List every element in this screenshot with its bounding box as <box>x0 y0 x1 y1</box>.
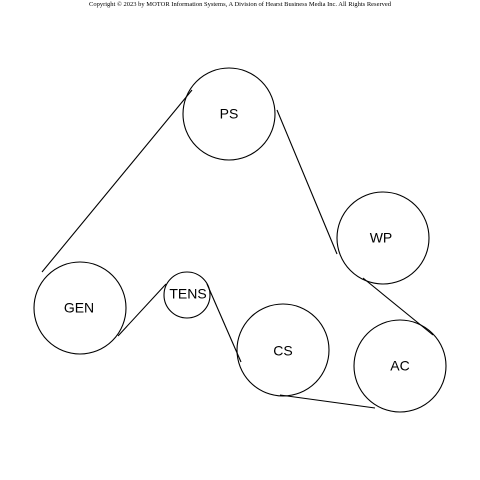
belt-segment-gen-ps <box>41 89 193 273</box>
pulley-label-wp: WP <box>370 230 393 246</box>
pulley-wp <box>336 191 430 285</box>
pulley-label-ac: AC <box>390 358 409 374</box>
belt-segment-cs-tens <box>206 283 242 363</box>
pulley-cs <box>236 303 330 397</box>
pulley-label-gen: GEN <box>64 300 94 316</box>
pulley-tens <box>163 271 211 319</box>
copyright-notice: Copyright © 2023 by MOTOR Information Sy… <box>89 1 391 8</box>
pulley-label-tens: TENS <box>169 286 206 302</box>
pulley-ps <box>182 67 276 161</box>
pulley-gen <box>33 261 127 355</box>
pulley-label-cs: CS <box>273 343 292 359</box>
belt-segment-ps-wp <box>276 109 338 255</box>
belt-segment-tens-gen <box>117 283 167 337</box>
pulley-ac <box>353 319 447 413</box>
belt-segment-ac-cs <box>279 394 376 409</box>
pulley-label-ps: PS <box>220 106 239 122</box>
